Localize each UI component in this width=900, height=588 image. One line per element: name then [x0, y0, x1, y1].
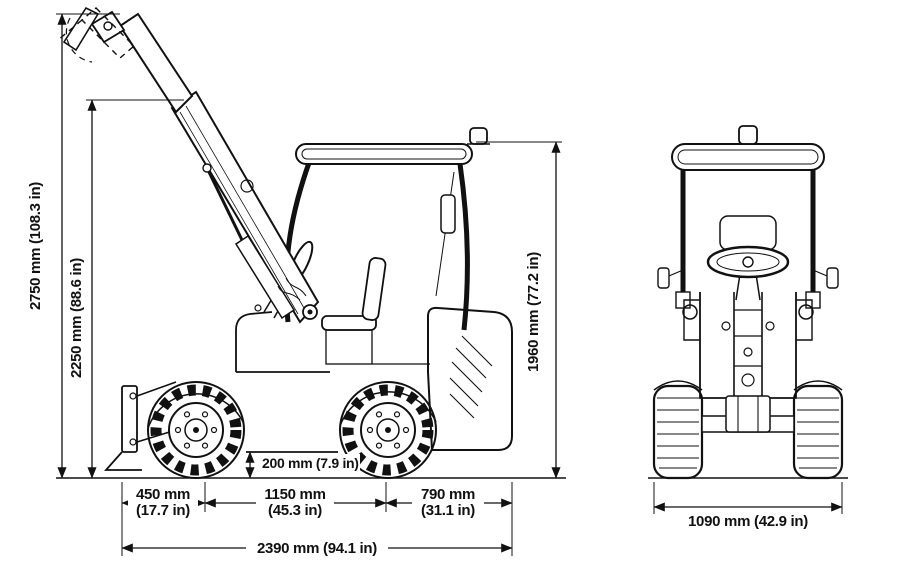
front-view-beacon-icon	[738, 125, 758, 145]
dim-label-front-overhang-in: (17.7 in)	[136, 502, 190, 519]
front-view-frame	[682, 292, 814, 433]
front-attachment	[103, 381, 177, 471]
mirrors	[657, 267, 839, 289]
canopy	[283, 127, 490, 331]
front-view-mast	[721, 292, 775, 396]
boom-inner-section	[118, 12, 194, 114]
seat	[321, 257, 430, 365]
roof	[295, 143, 473, 165]
front-view	[648, 125, 848, 480]
front-view-rops	[657, 125, 839, 309]
engine-hood	[427, 194, 513, 451]
label-bg	[246, 538, 388, 558]
dim-label-overall-length: 2390 mm (94.1 in)	[257, 540, 377, 557]
telescopic-boom	[57, 6, 320, 324]
front-view-attachment-plate	[725, 395, 771, 433]
front-wheel	[147, 381, 245, 479]
front-view-right-tire	[792, 384, 844, 480]
exhaust	[440, 194, 456, 234]
dim-label-rear-overhang-in: (31.1 in)	[421, 502, 475, 519]
dim-label-rear-overhang-mm: 790 mm	[421, 486, 475, 503]
dim-label-ground-clearance: 200 mm (7.9 in)	[262, 455, 359, 471]
dim-label-wheelbase-mm: 1150 mm	[264, 486, 325, 503]
front-view-right-fender	[793, 380, 843, 391]
front-view-roof	[671, 143, 825, 171]
front-fender	[147, 393, 245, 429]
front-view-left-tire	[652, 384, 704, 480]
dim-label-canopy-height: 1960 mm (77.2 in)	[525, 252, 542, 372]
chassis-body	[103, 194, 513, 471]
front-console	[235, 311, 273, 372]
label-bg	[412, 486, 484, 520]
dim-label-overall-height: 2750 mm (108.3 in)	[27, 182, 44, 310]
lift-cylinder	[202, 163, 296, 320]
dim-label-boom-height: 2250 mm (88.6 in)	[68, 258, 85, 378]
dim-label-wheelbase-in: (45.3 in)	[268, 502, 322, 519]
label-bg	[128, 486, 198, 520]
side-view	[56, 6, 566, 479]
grille-hatch	[449, 335, 493, 419]
dimension-annotations: 2750 mm (108.3 in) 2250 mm (88.6 in) 196…	[27, 13, 843, 558]
rear-fender	[339, 391, 437, 427]
label-bg	[258, 454, 360, 472]
rear-wheel	[339, 381, 437, 479]
front-view-left-fender	[653, 380, 703, 391]
hydraulic-hoses	[277, 277, 307, 301]
front-view-steering-wheel	[706, 245, 790, 301]
label-bg	[256, 486, 334, 520]
dim-label-front-overhang-mm: 450 mm	[136, 486, 190, 503]
dim-label-overall-width: 1090 mm (42.9 in)	[688, 513, 808, 530]
front-view-seat-backrest	[719, 215, 777, 251]
